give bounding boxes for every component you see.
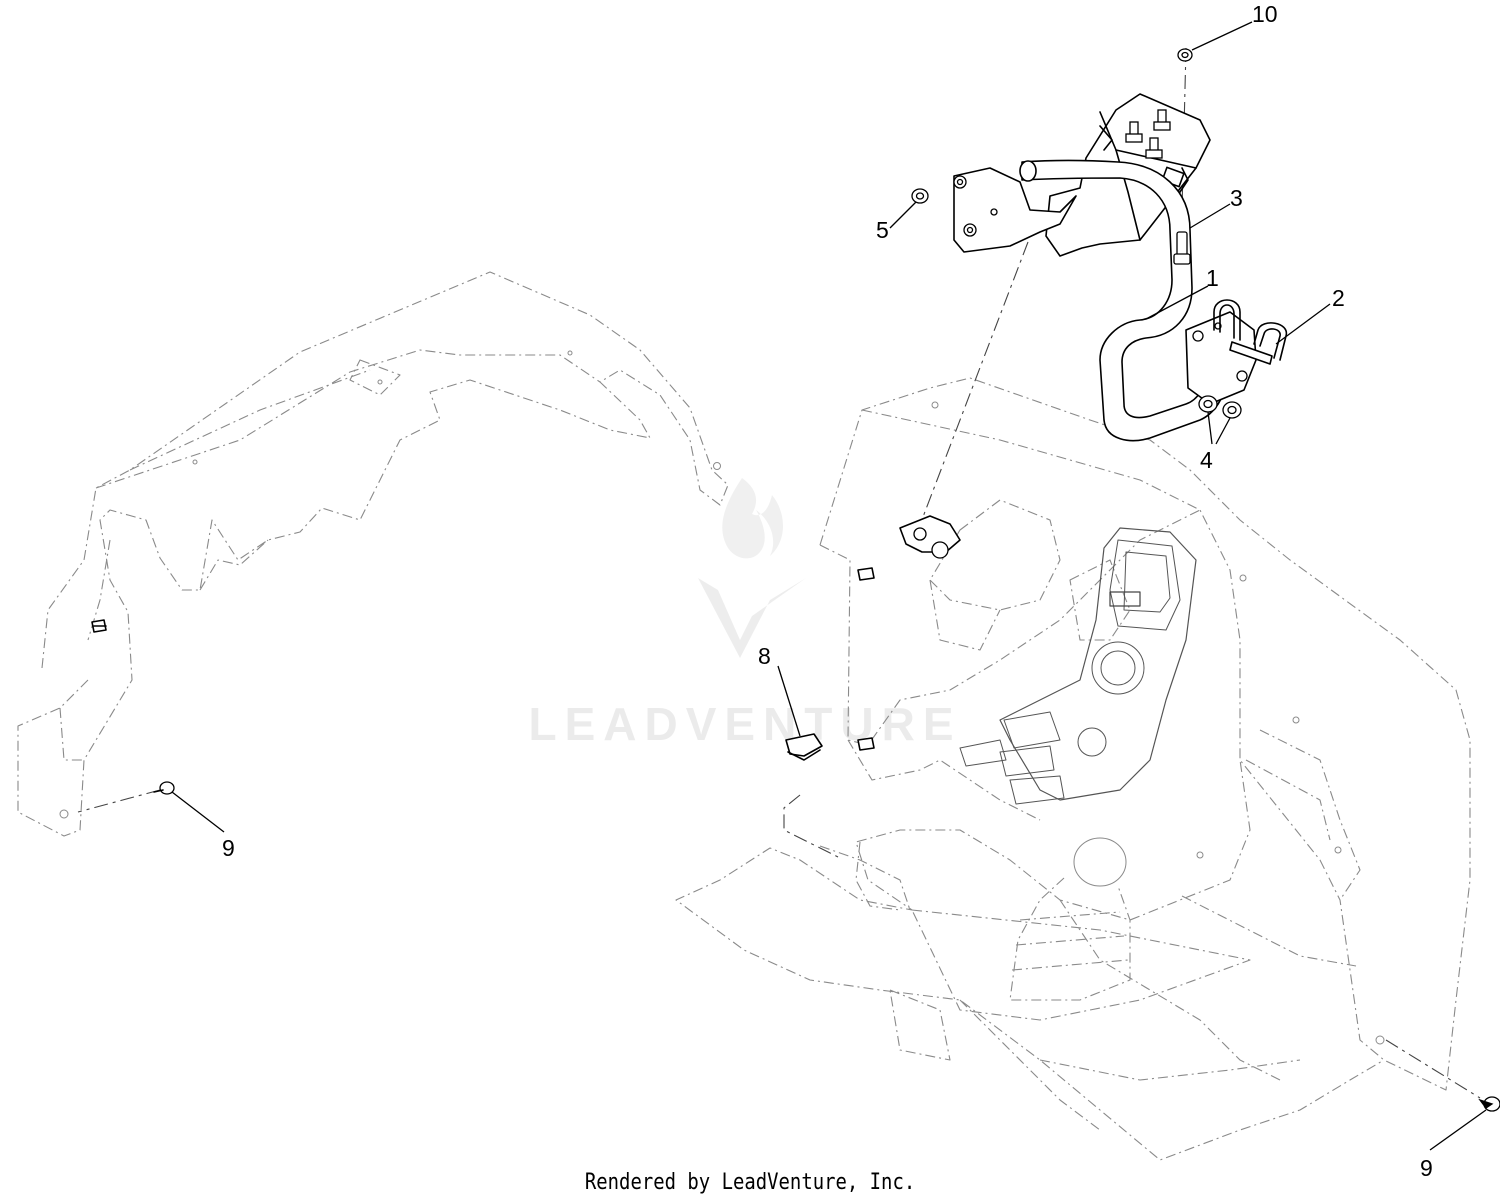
screw-left xyxy=(153,781,175,795)
callout-3: 3 xyxy=(1230,185,1243,211)
dashboard-console-phantom xyxy=(675,377,1471,1161)
screw-right xyxy=(1478,1096,1500,1112)
hex-nut-side xyxy=(911,188,929,204)
callout-5: 5 xyxy=(876,217,889,243)
top-bracket-nuts xyxy=(1125,48,1193,159)
callout-labels: 10 3 5 1 2 4 8 9 9 xyxy=(222,1,1433,1181)
flange-nuts xyxy=(1198,395,1242,419)
watermark-text: LEADVENTURE xyxy=(528,698,961,750)
callout-10: 10 xyxy=(1252,1,1278,27)
callout-9-right: 9 xyxy=(1420,1155,1433,1181)
callout-2: 2 xyxy=(1332,285,1345,311)
hex-bolt xyxy=(1173,231,1191,265)
dash-side-bolts xyxy=(857,515,961,751)
left-fender-phantom xyxy=(17,271,729,837)
grab-handle-bracket xyxy=(953,93,1257,442)
instrument-cluster xyxy=(959,527,1197,805)
watermark-logo: LEADVENTURE xyxy=(528,478,961,750)
callout-9-left: 9 xyxy=(222,835,235,861)
retaining-clip xyxy=(785,733,823,761)
assembly-phantom-lines xyxy=(77,47,1481,1099)
render-credit-text: Rendered by LeadVenture, Inc. xyxy=(584,1170,916,1195)
callout-leaders xyxy=(171,21,1487,1151)
callout-8: 8 xyxy=(758,643,771,669)
render-credit: Rendered by LeadVenture, Inc. xyxy=(0,1170,1500,1195)
callout-4: 4 xyxy=(1200,447,1213,473)
callout-1: 1 xyxy=(1206,265,1219,291)
